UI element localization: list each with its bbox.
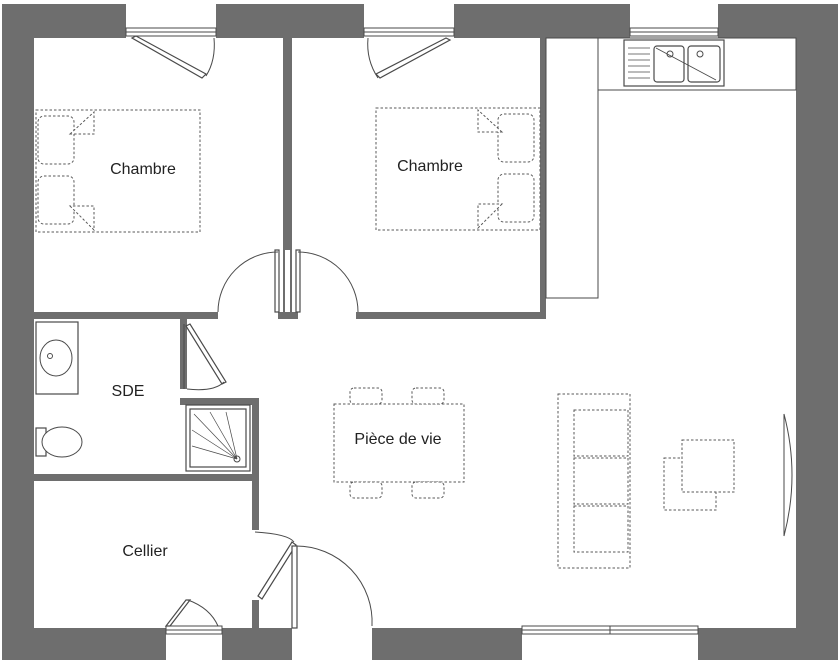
door-icon-entrance (291, 545, 373, 629)
room-label-bedroom-left: Chambre (110, 161, 176, 178)
sofa-icon (557, 393, 631, 569)
window-swing-bedroom-right (367, 37, 452, 79)
armchair-icon (663, 439, 735, 511)
room-label-storage: Cellier (122, 543, 168, 560)
door-icon-bedroom-right (295, 249, 359, 313)
door-icon-cellier (254, 531, 297, 600)
bed-icon (35, 109, 201, 233)
window-bedroom-left (125, 27, 217, 37)
room-label-bedroom-right: Chambre (397, 158, 463, 175)
room-label-bathroom: SDE (112, 383, 145, 400)
room-label-living: Pièce de vie (354, 431, 441, 448)
outer-walls (2, 4, 838, 660)
chair-icon (349, 387, 445, 499)
door-icon-bedroom-left (217, 249, 280, 313)
window-living-right (783, 413, 793, 537)
window-bedroom-right (363, 27, 455, 37)
shower-icon (185, 404, 251, 472)
window-living-bay (521, 625, 699, 635)
kitchen-sink-icon (623, 39, 725, 87)
door-icon-sde (183, 323, 227, 391)
bed-icon (375, 107, 541, 231)
window-swing-cellier (164, 599, 219, 627)
sink-icon (35, 321, 79, 395)
toilet-icon (35, 426, 83, 458)
window-kitchen (629, 27, 719, 37)
window-swing-bedroom-left (130, 35, 215, 79)
window-cellier (165, 625, 223, 635)
table-icon (333, 403, 465, 483)
